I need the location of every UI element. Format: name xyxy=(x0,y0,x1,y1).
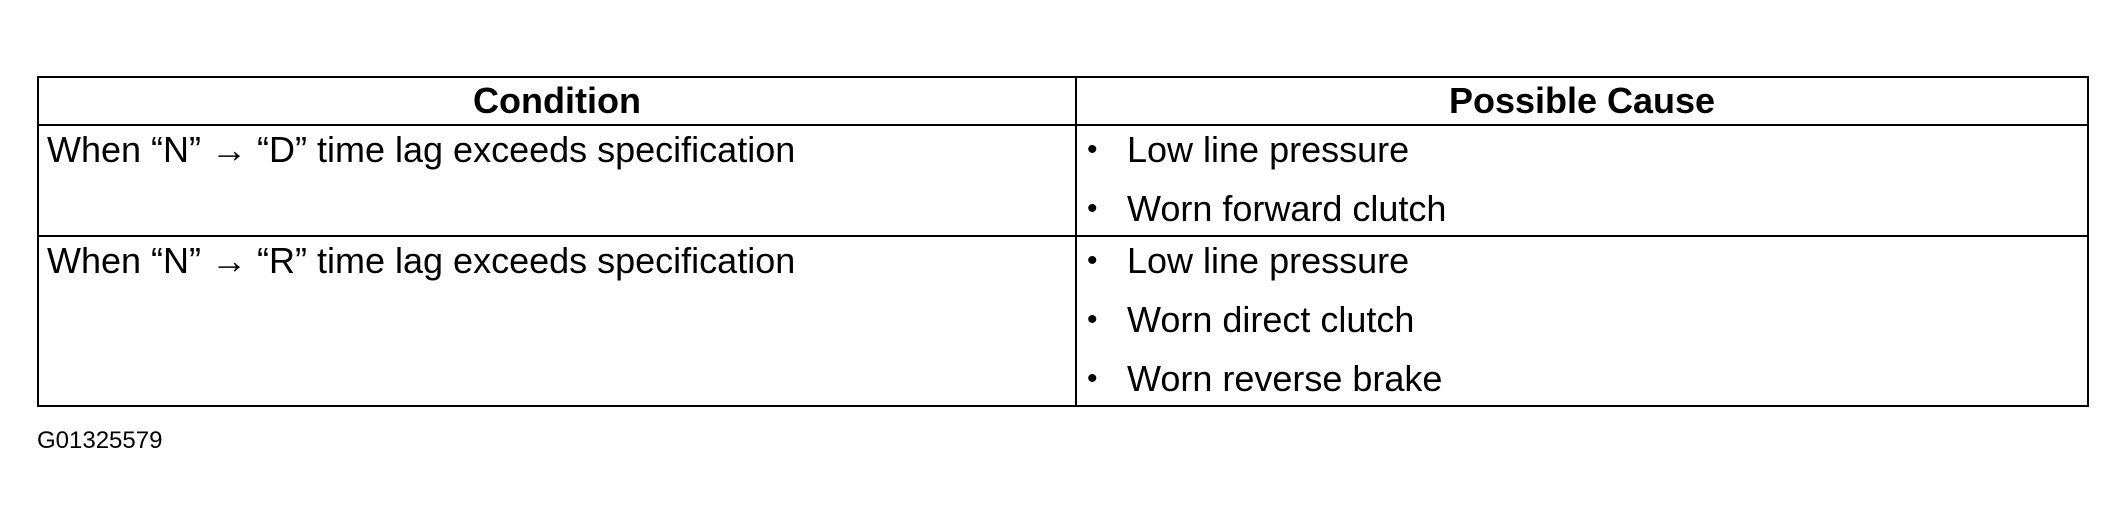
condition-header: Condition xyxy=(37,76,1077,126)
cause-text: Low line pressure xyxy=(1127,129,1410,170)
cause-text: Worn reverse brake xyxy=(1127,358,1443,399)
table-row: When “N” → “D” time lag exceeds specific… xyxy=(37,124,2089,237)
cause-item: • Worn direct clutch xyxy=(1077,296,2087,355)
cause-item: • Low line pressure xyxy=(1077,126,2087,185)
bullet-icon: • xyxy=(1087,362,1098,395)
cause-list: • Low line pressure • Worn direct clutch… xyxy=(1077,237,2087,405)
cause-item: • Worn forward clutch xyxy=(1077,185,2087,235)
condition-cell: When “N” → “R” time lag exceeds specific… xyxy=(37,235,1077,407)
cause-item: • Worn reverse brake xyxy=(1077,355,2087,405)
cause-item: • Low line pressure xyxy=(1077,237,2087,296)
condition-cell: When “N” → “D” time lag exceeds specific… xyxy=(37,124,1077,237)
cause-cell: • Low line pressure • Worn forward clutc… xyxy=(1075,124,2089,237)
diagnosis-table: Condition Possible Cause When “N” → “D” … xyxy=(37,76,2089,407)
cause-text: Low line pressure xyxy=(1127,240,1410,281)
possible-cause-header: Possible Cause xyxy=(1075,76,2089,126)
bullet-icon: • xyxy=(1087,244,1098,277)
header-row: Condition Possible Cause xyxy=(37,76,2089,126)
table-row: When “N” → “R” time lag exceeds specific… xyxy=(37,235,2089,407)
condition-text: When “N” → “R” time lag exceeds specific… xyxy=(47,240,796,281)
cause-text: Worn direct clutch xyxy=(1127,299,1415,340)
bullet-icon: • xyxy=(1087,192,1098,225)
condition-text: When “N” → “D” time lag exceeds specific… xyxy=(47,129,796,170)
cause-list: • Low line pressure • Worn forward clutc… xyxy=(1077,126,2087,235)
cause-cell: • Low line pressure • Worn direct clutch… xyxy=(1075,235,2089,407)
figure-id: G01325579 xyxy=(37,427,163,454)
bullet-icon: • xyxy=(1087,303,1098,336)
cause-text: Worn forward clutch xyxy=(1127,188,1447,229)
bullet-icon: • xyxy=(1087,133,1098,166)
